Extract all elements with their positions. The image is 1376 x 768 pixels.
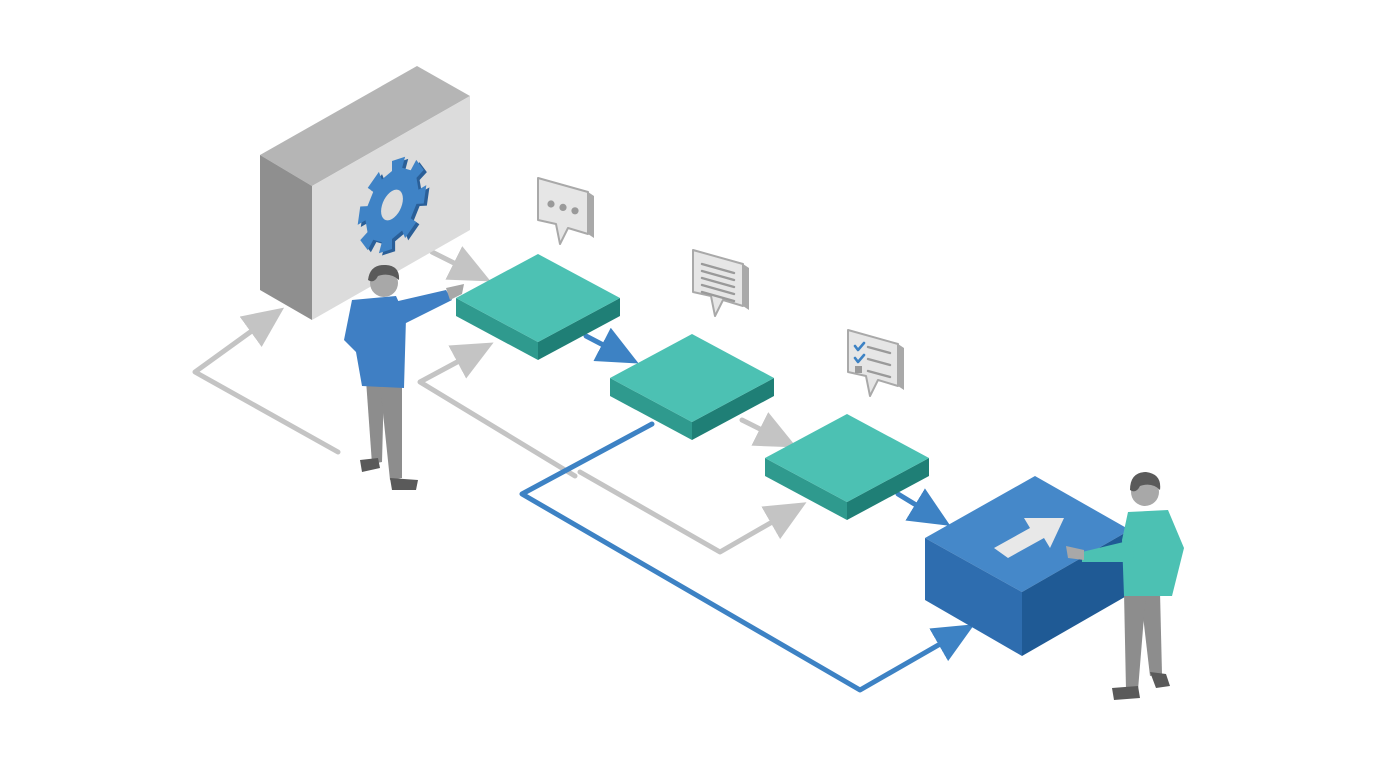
right-leg-back xyxy=(1140,590,1162,676)
bubble-dot xyxy=(547,200,555,208)
left-torso xyxy=(344,296,406,388)
tile-left-face xyxy=(765,458,847,520)
left-hair xyxy=(368,264,400,282)
server-top xyxy=(260,66,470,186)
chat-ellipsis-icon xyxy=(537,177,594,245)
left-arm-pointing xyxy=(394,290,452,324)
bubble-dot xyxy=(571,207,579,215)
bubble-side xyxy=(898,344,904,390)
bubble-line xyxy=(700,269,736,282)
right-shoe-front xyxy=(1112,686,1140,700)
left-hand xyxy=(446,284,464,300)
step-tile-2 xyxy=(610,334,774,440)
main-flow-lines xyxy=(519,327,975,693)
document-lines-icon xyxy=(692,249,749,317)
server-box xyxy=(260,66,470,320)
arrow-step-2-to-step-3 xyxy=(739,412,797,448)
gear-hole xyxy=(381,189,403,221)
right-leg-front xyxy=(1124,592,1146,690)
tile-right-face xyxy=(692,378,774,440)
step-tile-3 xyxy=(765,414,929,520)
server-side xyxy=(260,155,312,320)
right-arm-pushing xyxy=(1082,540,1134,562)
bubble-line xyxy=(700,276,736,289)
checklist-icon xyxy=(847,329,904,397)
person-right xyxy=(1066,472,1184,700)
tile-right-face xyxy=(847,458,929,520)
blue-long-path xyxy=(519,421,975,693)
left-shoe-back xyxy=(360,458,380,472)
right-torso xyxy=(1122,510,1184,596)
bubble-face xyxy=(537,177,589,245)
left-leg-front xyxy=(380,384,402,480)
loop-arrow-to-step-1 xyxy=(417,342,578,479)
left-shoe-front xyxy=(390,478,418,490)
bubble-face xyxy=(847,329,899,397)
bubble-line xyxy=(700,283,736,296)
check-line xyxy=(866,357,892,367)
right-hair xyxy=(1130,472,1161,492)
tile-left-face xyxy=(456,298,538,360)
final-block xyxy=(925,476,1130,656)
tile-top-face xyxy=(765,414,929,502)
right-hand xyxy=(1066,546,1084,560)
tile-top-face xyxy=(610,334,774,422)
bubble-side xyxy=(743,264,749,310)
left-leg-back xyxy=(366,380,384,464)
arrow-step-1-to-step-2 xyxy=(583,327,639,364)
right-shoe-back xyxy=(1150,672,1170,688)
arrow-step-3-to-final xyxy=(895,488,951,526)
check-line xyxy=(866,369,892,379)
bubble-dot xyxy=(559,203,567,211)
tile-left-face xyxy=(610,378,692,440)
bubble-side xyxy=(588,192,594,238)
bubble-line xyxy=(700,262,736,275)
check-line xyxy=(866,345,892,355)
gear-icon xyxy=(357,156,430,256)
upload-arrow-icon xyxy=(994,518,1064,558)
check-mark xyxy=(853,353,866,364)
arrow-server-to-step-1 xyxy=(429,246,491,282)
person-left xyxy=(344,264,464,490)
feedback-loops xyxy=(192,246,807,555)
check-box xyxy=(855,366,862,373)
loop-arrow-to-server xyxy=(192,307,341,455)
bubble-line xyxy=(700,290,736,303)
loop-arrow-to-step-3 xyxy=(577,469,807,555)
tile-top-face xyxy=(456,254,620,342)
final-left xyxy=(925,538,1022,656)
check-mark xyxy=(853,341,866,352)
step-tile-1 xyxy=(456,254,620,360)
tile-right-face xyxy=(538,298,620,360)
